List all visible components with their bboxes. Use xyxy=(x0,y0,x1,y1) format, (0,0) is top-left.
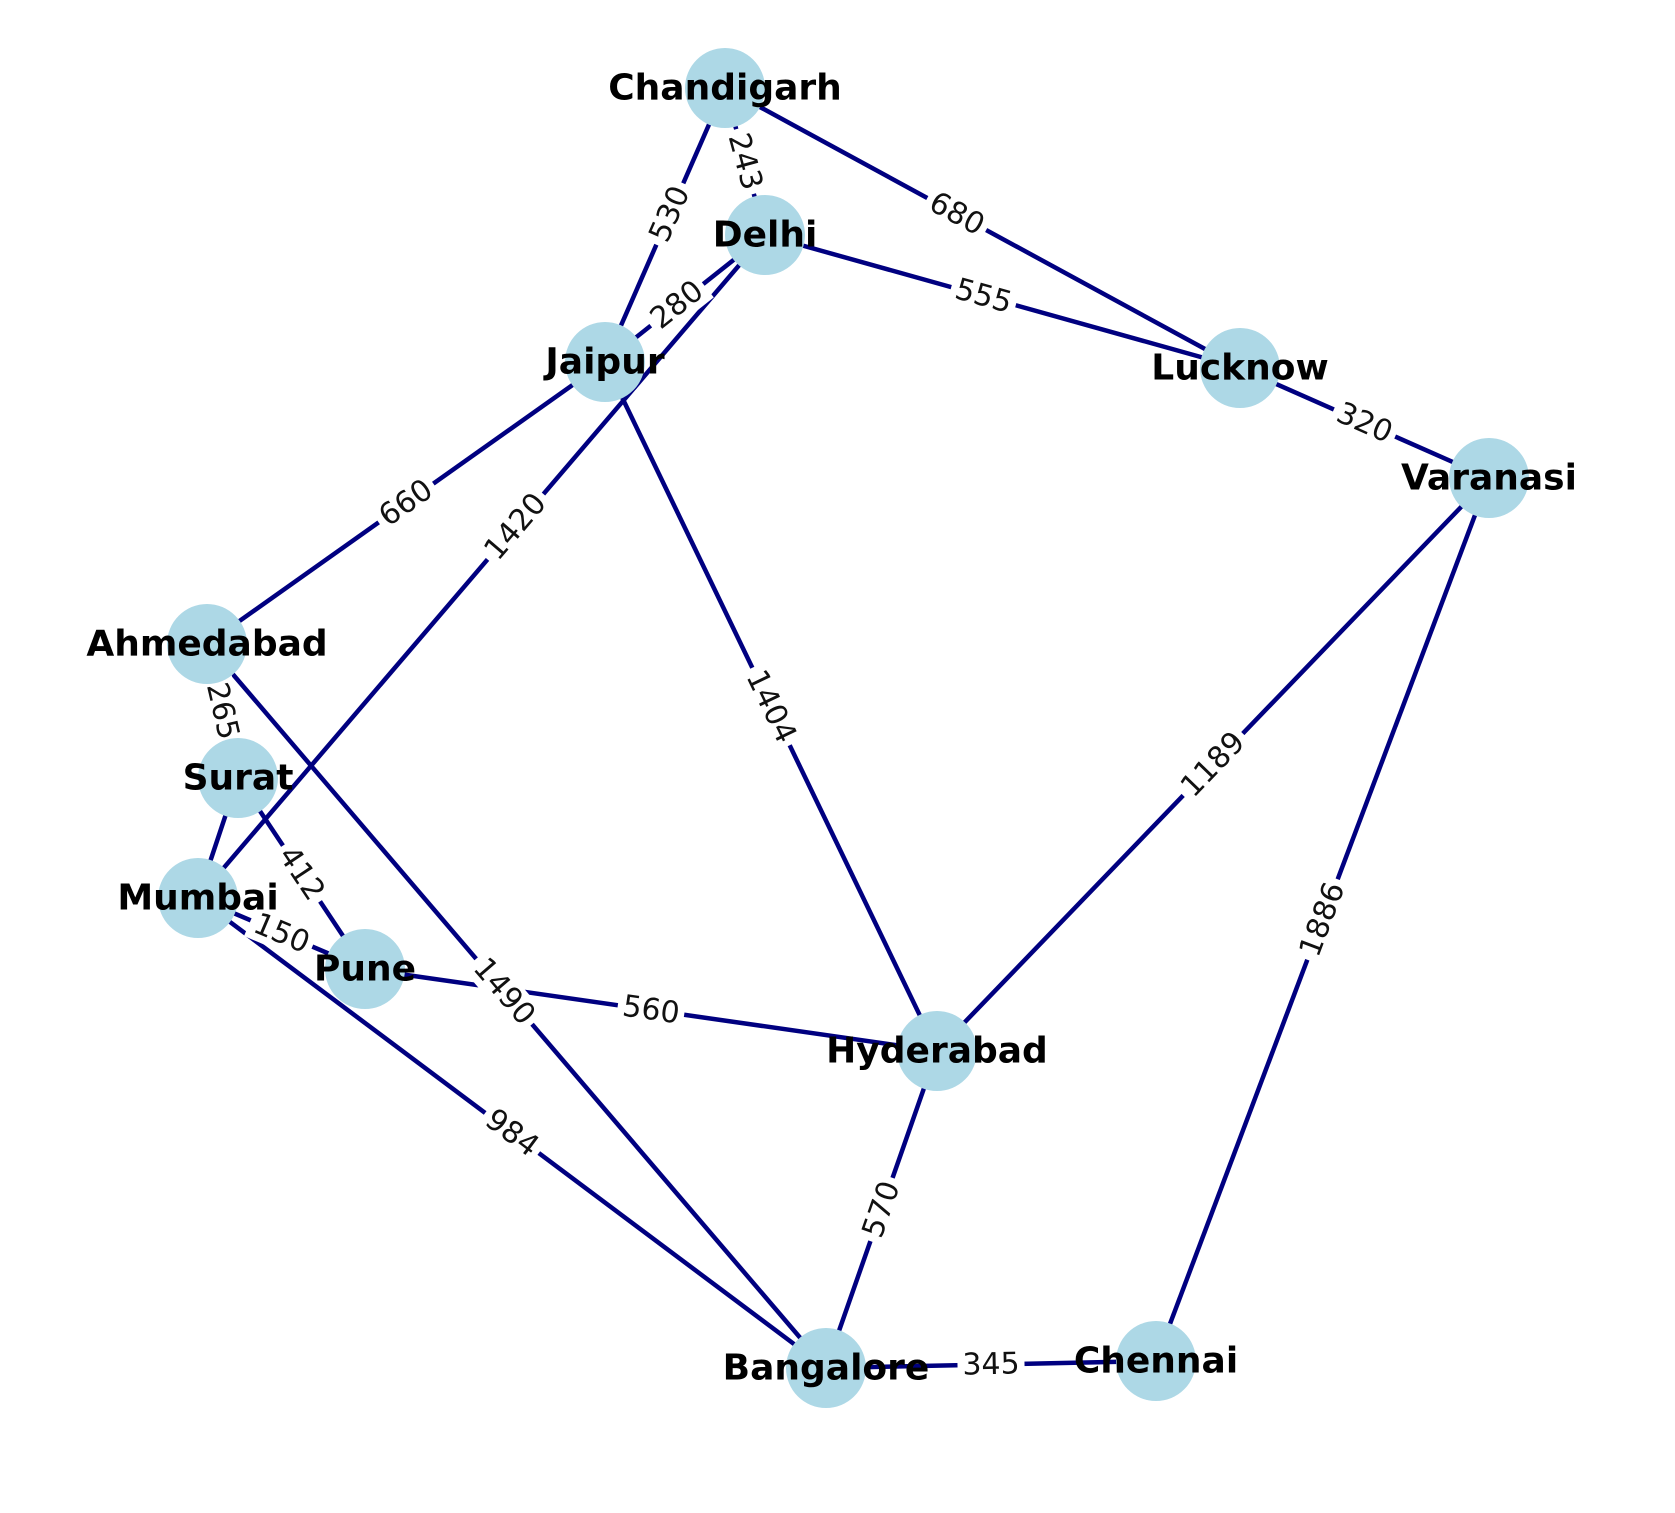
node-bangalore xyxy=(786,1328,866,1408)
edge-label-group-delhi-mumbai: 1420 xyxy=(474,482,557,571)
edge-label-bg xyxy=(957,1346,1025,1383)
node-jaipur xyxy=(565,322,645,402)
node-chandigarh xyxy=(685,48,765,128)
edges-layer xyxy=(195,86,1492,1371)
edge-label-bg xyxy=(737,660,805,753)
node-chennai xyxy=(1116,1321,1196,1401)
node-mumbai xyxy=(158,858,238,938)
edge-label-bg xyxy=(1291,873,1354,966)
edge-label-bg xyxy=(368,469,444,537)
edge-label-group-varanasi-hyderabad: 1189 xyxy=(1170,721,1256,808)
node-label-chandigarh: Chandigarh xyxy=(608,68,842,109)
edge-label-group-varanasi-chennai: 1886 xyxy=(1291,873,1354,966)
edge-label-group-mumbai-bangalore: 984 xyxy=(474,1099,550,1167)
node-varanasi xyxy=(1449,438,1529,518)
edge-label-bg xyxy=(268,836,335,911)
node-label-delhi: Delhi xyxy=(713,215,818,256)
edge-labels-layer: 530 243 680 555 280 1420 320 660 1404 1189 1886 265… xyxy=(198,124,1403,1383)
node-label-pune: Pune xyxy=(314,949,416,990)
edge-label-group-jaipur-ahmedabad: 660 xyxy=(368,469,444,537)
nodes-layer xyxy=(158,48,1529,1408)
edge-label-chandigarh-delhi: 243 xyxy=(721,129,770,193)
edge-label-bg xyxy=(919,183,995,245)
node-hyderabad xyxy=(897,1011,977,1091)
node-surat xyxy=(198,738,278,818)
edge-label-bg xyxy=(1170,721,1256,808)
edge-label-group-lucknow-varanasi: 320 xyxy=(1326,393,1403,453)
node-label-jaipur: Jaipur xyxy=(542,342,664,383)
edge-label-bg xyxy=(946,270,1021,322)
edge-label-group-chandigarh-lucknow: 680 xyxy=(919,183,995,245)
node-label-ahmedabad: Ahmedabad xyxy=(86,624,327,665)
node-label-hyderabad: Hyderabad xyxy=(826,1031,1048,1072)
edge-label-group-chandigarh-delhi: 243 xyxy=(719,124,771,199)
node-ahmedabad xyxy=(167,604,247,684)
node-label-bangalore: Bangalore xyxy=(723,1348,930,1389)
edge-label-group-jaipur-hyderabad: 1404 xyxy=(737,660,805,753)
edge-label-bg xyxy=(1326,393,1403,453)
edge-label-hyderabad-bangalore: 570 xyxy=(856,1177,908,1243)
edge-label-group-hyderabad-bangalore: 570 xyxy=(854,1172,909,1247)
edge-label-group-bangalore-chennai: 345 xyxy=(957,1346,1025,1383)
node-label-lucknow: Lucknow xyxy=(1151,348,1328,389)
edge-label-varanasi-chennai: 1886 xyxy=(1293,878,1353,962)
edge-delhi-mumbai xyxy=(196,233,767,900)
edge-label-bg xyxy=(640,270,714,339)
edge-label-bg xyxy=(463,947,545,1036)
edge-label-jaipur-hyderabad: 1404 xyxy=(739,665,804,749)
edge-label-ahmedabad-surat: 265 xyxy=(199,679,246,743)
edge-label-bg xyxy=(719,124,771,199)
node-label-mumbai: Mumbai xyxy=(117,878,278,919)
node-label-varanasi: Varanasi xyxy=(1401,458,1577,499)
node-pune xyxy=(325,929,405,1009)
edge-label-group-delhi-lucknow: 555 xyxy=(946,270,1021,322)
edge-label-bg xyxy=(474,482,557,571)
edge-label-group-delhi-jaipur: 280 xyxy=(640,270,714,339)
node-lucknow xyxy=(1200,328,1280,408)
edge-label-bg xyxy=(198,674,247,748)
node-label-surat: Surat xyxy=(183,758,294,799)
edge-label-delhi-lucknow: 555 xyxy=(951,272,1016,321)
edge-label-pune-hyderabad: 560 xyxy=(620,989,682,1032)
node-delhi xyxy=(725,195,805,275)
edge-label-bg xyxy=(474,1099,550,1167)
edge-label-group-chandigarh-jaipur: 530 xyxy=(640,176,699,252)
edge-label-bg xyxy=(854,1172,909,1247)
edge-label-bg xyxy=(615,988,687,1032)
edge-label-bg xyxy=(640,176,699,252)
node-label-chennai: Chennai xyxy=(1074,1341,1238,1382)
edge-label-group-pune-hyderabad: 560 xyxy=(615,988,687,1032)
edge-label-bangalore-chennai: 345 xyxy=(962,1346,1020,1382)
edge-label-bg xyxy=(244,904,319,963)
